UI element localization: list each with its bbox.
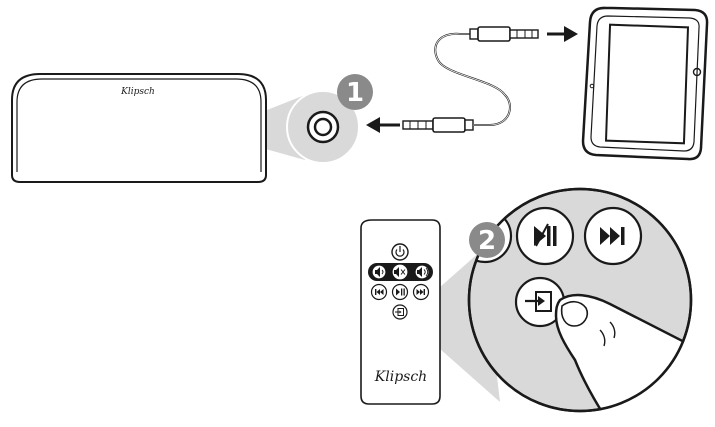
step-label-2: 2 — [478, 226, 496, 256]
remote-control-icon: Klipsch — [360, 219, 441, 405]
previous-track-icon — [370, 283, 388, 301]
mute-icon — [391, 263, 409, 281]
volume-down-icon — [371, 264, 387, 280]
power-icon — [391, 243, 409, 261]
aux-cable-icon — [402, 26, 539, 133]
zoom-next-track-icon — [583, 206, 643, 266]
arrow-left-icon — [366, 117, 400, 133]
volume-up-icon — [414, 264, 430, 280]
play-pause-icon — [391, 283, 409, 301]
speaker-logo: Klipsch — [120, 87, 155, 97]
next-track-icon — [412, 283, 430, 301]
speaker-icon: Klipsch — [11, 73, 305, 183]
arrow-right-icon — [547, 26, 578, 42]
remote-logo: Klipsch — [374, 369, 427, 385]
input-icon — [392, 304, 408, 320]
tablet-icon — [581, 6, 709, 161]
step-badge-1: 1 — [337, 74, 373, 110]
step-badge-2: 2 — [469, 222, 505, 258]
zoom-play-pause-icon — [515, 206, 575, 266]
step-label-1: 1 — [346, 78, 364, 108]
aux-port-icon — [286, 90, 360, 164]
